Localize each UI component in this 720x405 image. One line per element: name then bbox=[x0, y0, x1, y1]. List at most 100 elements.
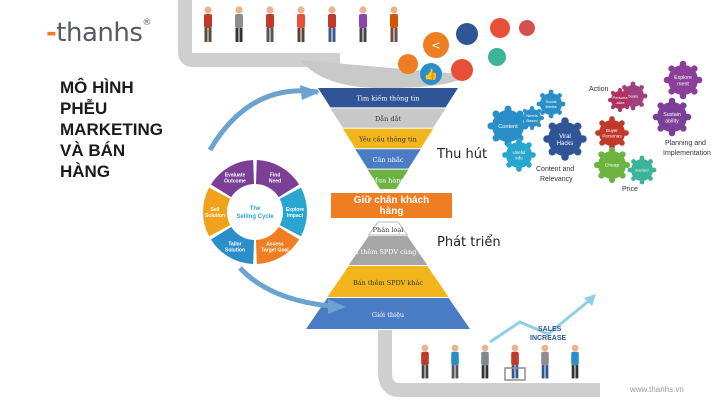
email-icon bbox=[490, 18, 510, 38]
gear-label: Goals bbox=[628, 93, 638, 98]
person-leg bbox=[394, 28, 398, 42]
user-icon bbox=[519, 20, 535, 36]
selling-cycle-label: Find bbox=[270, 172, 281, 178]
gear-label: Sustain bbox=[663, 112, 681, 118]
funnel-bottom-label: Bán thêm SPDV cùng loại bbox=[346, 248, 431, 256]
person-head bbox=[511, 344, 519, 352]
gear-label: Based bbox=[526, 118, 537, 123]
person-leg bbox=[451, 365, 455, 379]
person-head bbox=[359, 6, 367, 14]
gear-caption: Relevancy bbox=[540, 176, 573, 183]
funnel-top-label: Tìm kiếm thông tin bbox=[357, 94, 420, 103]
retain-line-1: Giữ chân khách bbox=[353, 195, 430, 206]
gear-icon bbox=[611, 91, 629, 109]
gear-caption: Price bbox=[622, 186, 638, 193]
selling-cycle-label: Assess bbox=[266, 242, 284, 248]
person-body bbox=[235, 14, 243, 28]
selling-cycle-segment bbox=[203, 187, 231, 237]
funnel-top-band bbox=[318, 88, 458, 108]
gear-label: -alize bbox=[615, 100, 625, 105]
gear-label: Media bbox=[546, 104, 558, 109]
person-body bbox=[297, 14, 305, 28]
person-leg bbox=[390, 28, 394, 42]
gears-cluster: ContentUsefulinfoSocialMediaViralHacksNe… bbox=[487, 60, 711, 193]
person-body bbox=[421, 351, 429, 366]
gear-icon bbox=[657, 102, 687, 132]
heart-icon bbox=[398, 54, 418, 74]
person-body bbox=[204, 14, 212, 28]
footer-url: www.thanhs.vn bbox=[630, 385, 684, 394]
person-body bbox=[571, 351, 579, 366]
person-leg bbox=[301, 28, 305, 42]
svg-text:👍: 👍 bbox=[424, 68, 438, 81]
person-head bbox=[541, 344, 549, 352]
selling-cycle-title: The bbox=[250, 206, 261, 212]
sales-label-2: INCREASE bbox=[530, 335, 567, 342]
person-leg bbox=[363, 28, 367, 42]
people-bottom bbox=[421, 344, 579, 381]
title-line-4: VÀ BÁN bbox=[60, 141, 126, 160]
person-body bbox=[390, 14, 398, 28]
funnel-top-label: Dẫn dắt bbox=[375, 114, 401, 123]
top-conveyor bbox=[178, 0, 340, 67]
title-line-2: PHỄU bbox=[60, 99, 108, 118]
gear-caption: Implementation bbox=[663, 150, 711, 157]
gear-label: Personas bbox=[602, 134, 622, 139]
arrow-top-curve bbox=[207, 88, 319, 152]
person-head bbox=[328, 6, 336, 14]
logo-text: thanhs bbox=[56, 18, 143, 48]
person-leg bbox=[270, 28, 274, 42]
selling-cycle-label: Impact bbox=[287, 213, 303, 219]
person-leg bbox=[425, 365, 429, 379]
person-leg bbox=[204, 28, 208, 42]
develop-label: Phát triển bbox=[437, 235, 501, 250]
selling-cycle-segment bbox=[255, 226, 300, 264]
title-line-3: MARKETING bbox=[60, 120, 163, 139]
chat-icon bbox=[488, 48, 506, 66]
person-body bbox=[359, 14, 367, 28]
gear-label: ability bbox=[665, 118, 679, 124]
funnel-bottom-label: Giới thiệu bbox=[372, 311, 404, 319]
person-leg bbox=[545, 365, 549, 379]
selling-cycle-label: Evaluate bbox=[225, 172, 246, 178]
people-top bbox=[204, 6, 398, 42]
gear-tooth bbox=[520, 116, 524, 120]
arrow-top-head bbox=[300, 85, 320, 100]
person-leg bbox=[332, 28, 336, 42]
gear-label: Cheap bbox=[605, 163, 620, 169]
gear-label: Social bbox=[546, 99, 557, 104]
sales-arrow bbox=[489, 298, 591, 344]
gear-label: Earned bbox=[636, 167, 649, 172]
person-leg bbox=[515, 365, 519, 379]
gear-tooth bbox=[608, 98, 612, 102]
funnel-top-band bbox=[330, 108, 446, 128]
selling-cycle-center bbox=[229, 186, 281, 238]
gear-label: Persona bbox=[613, 95, 629, 100]
gear-icon bbox=[668, 65, 698, 95]
logo-dash: - bbox=[46, 18, 57, 48]
funnel-bottom-label: Phân loại bbox=[373, 226, 404, 234]
person-leg bbox=[328, 28, 332, 42]
gear-icon bbox=[523, 109, 541, 127]
gear-label: ment bbox=[677, 81, 689, 87]
twitter-icon bbox=[456, 23, 478, 45]
title-line-5: HÀNG bbox=[60, 162, 111, 181]
person-leg bbox=[239, 28, 243, 42]
gear-label: Buyer bbox=[606, 128, 618, 133]
gear-icon bbox=[506, 142, 532, 168]
share-icon bbox=[423, 32, 449, 58]
logo-registered: ® bbox=[142, 18, 151, 28]
gear-caption: Content and bbox=[536, 166, 574, 173]
funnel-bottom-band bbox=[367, 221, 409, 236]
gear-label: Explore bbox=[674, 75, 692, 81]
person-head bbox=[451, 344, 459, 352]
arrow-bottom-head bbox=[328, 299, 346, 314]
funnel-top-label: Yêu cầu thông tin bbox=[358, 135, 417, 144]
gear-tooth bbox=[618, 88, 622, 92]
person-leg bbox=[421, 365, 425, 379]
gear-tooth bbox=[530, 106, 534, 110]
like-icon bbox=[420, 63, 442, 85]
person-leg bbox=[359, 28, 363, 42]
selling-cycle-label: Need bbox=[269, 178, 281, 184]
